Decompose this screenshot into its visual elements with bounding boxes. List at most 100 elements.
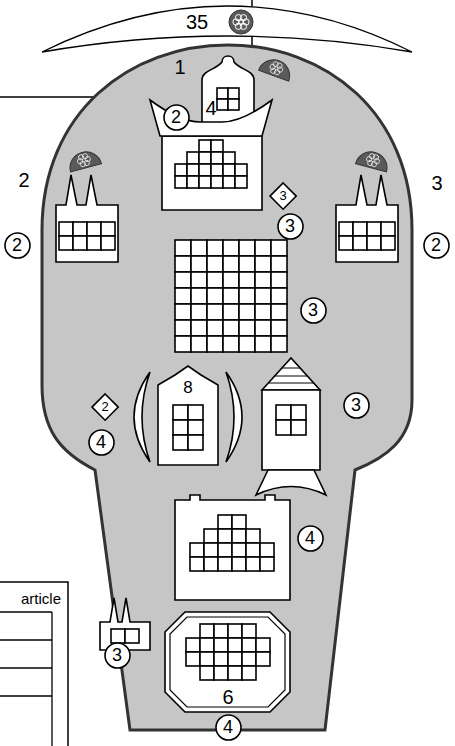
circle-outline bbox=[164, 105, 189, 130]
circle-outline bbox=[105, 643, 130, 668]
window-cell bbox=[204, 529, 218, 543]
fan-shape bbox=[356, 148, 391, 172]
count-circle: 2 bbox=[423, 232, 450, 259]
window-cell bbox=[73, 236, 87, 250]
fan-flower bbox=[76, 153, 92, 168]
fan-flower bbox=[268, 60, 285, 76]
circle-outline bbox=[298, 526, 323, 551]
roof-stripe bbox=[282, 368, 300, 369]
window-cell bbox=[190, 557, 204, 571]
count-circle: 4 bbox=[215, 714, 242, 741]
winged-building bbox=[162, 136, 262, 210]
window-cell bbox=[255, 320, 271, 336]
flower-fan bbox=[356, 148, 391, 172]
window-cell bbox=[175, 288, 191, 304]
window-cell bbox=[188, 435, 203, 450]
window-cell bbox=[207, 304, 223, 320]
window-cell bbox=[242, 638, 256, 652]
window-cell bbox=[101, 222, 115, 236]
window-cell bbox=[207, 256, 223, 272]
count-number: 4 bbox=[223, 718, 233, 736]
window-cell bbox=[214, 666, 228, 680]
window-cell bbox=[207, 320, 223, 336]
circle-outline bbox=[5, 233, 30, 258]
callout-number: 4 bbox=[205, 98, 216, 118]
flower-petal bbox=[371, 161, 377, 167]
table-row-line bbox=[0, 639, 52, 640]
count-number: 4 bbox=[96, 433, 106, 451]
window-cell bbox=[204, 543, 218, 557]
callout-number: 35 bbox=[186, 12, 208, 32]
window-cell bbox=[271, 304, 287, 320]
window-cell bbox=[200, 638, 214, 652]
count-number: 2 bbox=[12, 236, 22, 254]
count-circle: 3 bbox=[277, 213, 304, 240]
count-number: 3 bbox=[351, 396, 361, 414]
window-cell bbox=[191, 240, 207, 256]
circle-outline bbox=[424, 233, 449, 258]
window-cell bbox=[232, 529, 246, 543]
window-cell bbox=[339, 236, 353, 250]
window-cell bbox=[271, 240, 287, 256]
flower-symbol bbox=[233, 15, 249, 30]
flower-petal bbox=[78, 154, 84, 160]
window-cell bbox=[228, 666, 242, 680]
window-cell bbox=[255, 256, 271, 272]
circle-outline bbox=[344, 393, 369, 418]
window-cell bbox=[175, 272, 191, 288]
count-circle: 4 bbox=[88, 429, 115, 456]
window-cell bbox=[271, 272, 287, 288]
flower-petal bbox=[240, 15, 246, 21]
window-cell bbox=[175, 176, 187, 188]
window-cell bbox=[291, 405, 306, 420]
window-cell bbox=[223, 288, 239, 304]
circle-outline bbox=[278, 214, 303, 239]
window-cell bbox=[175, 336, 191, 352]
window-cell bbox=[242, 666, 256, 680]
window-cell bbox=[191, 288, 207, 304]
window-cell bbox=[367, 222, 381, 236]
window-cell bbox=[239, 240, 255, 256]
window-cell bbox=[228, 99, 239, 110]
table-column-line bbox=[51, 612, 52, 746]
window-cell bbox=[200, 652, 214, 666]
window-cell bbox=[239, 288, 255, 304]
window-cell bbox=[228, 652, 242, 666]
window-cell bbox=[214, 624, 228, 638]
window-cell bbox=[339, 222, 353, 236]
window-cell bbox=[207, 272, 223, 288]
window-cell bbox=[246, 529, 260, 543]
window-cell bbox=[235, 164, 247, 176]
window-cell bbox=[239, 320, 255, 336]
window-cell bbox=[211, 164, 223, 176]
window-cell bbox=[223, 336, 239, 352]
window-cell bbox=[223, 164, 235, 176]
window-cell bbox=[218, 557, 232, 571]
count-number: 3 bbox=[279, 189, 286, 202]
window-cell bbox=[255, 304, 271, 320]
window-cell bbox=[191, 320, 207, 336]
callout-number: 1 bbox=[174, 57, 185, 77]
window-cell bbox=[353, 222, 367, 236]
flower-fan bbox=[259, 55, 295, 81]
tower-roof bbox=[262, 358, 320, 390]
window-cell bbox=[111, 629, 125, 643]
window-cell bbox=[246, 557, 260, 571]
window-cell bbox=[223, 240, 239, 256]
count-number: 4 bbox=[305, 529, 315, 547]
count-circle: 2 bbox=[163, 104, 190, 131]
window-cell bbox=[204, 557, 218, 571]
window-cell bbox=[199, 164, 211, 176]
crescent-wing bbox=[226, 372, 242, 462]
window-cell bbox=[175, 164, 187, 176]
window-cell bbox=[239, 304, 255, 320]
window-cell bbox=[191, 272, 207, 288]
window-cell bbox=[242, 624, 256, 638]
window-cell bbox=[218, 543, 232, 557]
flower-petal bbox=[373, 154, 379, 160]
window-cell bbox=[256, 638, 270, 652]
circle-outline bbox=[301, 298, 326, 323]
octagon-inner bbox=[170, 617, 285, 707]
window-cell bbox=[207, 336, 223, 352]
